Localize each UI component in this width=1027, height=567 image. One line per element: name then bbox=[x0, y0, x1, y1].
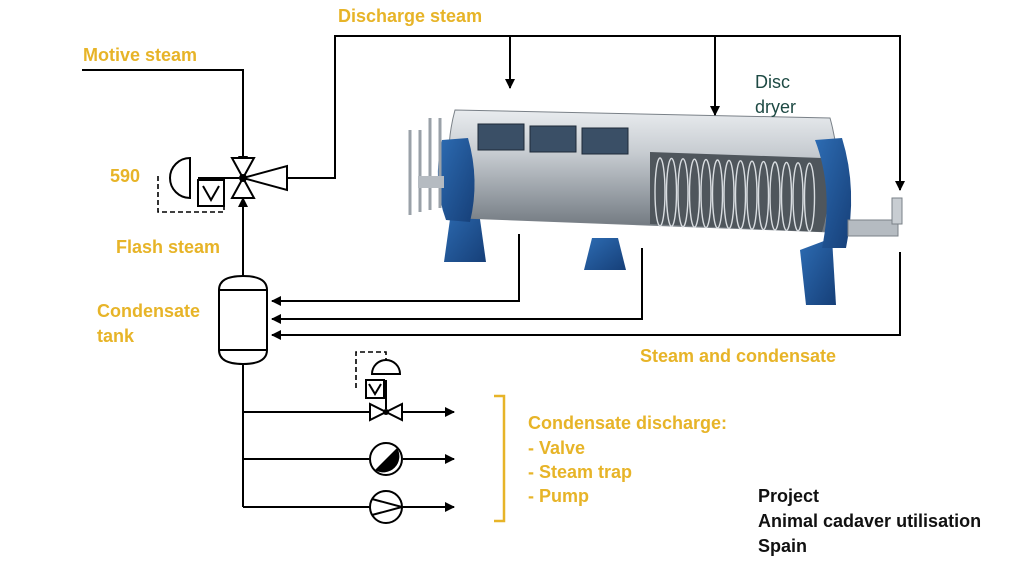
control-valve-symbol bbox=[355, 351, 403, 422]
label-condensate-tank-1: Condensate bbox=[97, 301, 200, 321]
dryer-disc bbox=[665, 157, 678, 228]
label-disc-dryer-2: dryer bbox=[755, 97, 796, 117]
label-discharge-steam: Discharge steam bbox=[338, 6, 482, 26]
disc-dryer-illustration bbox=[408, 109, 903, 305]
dryer-disc bbox=[711, 159, 724, 229]
dryer-disc bbox=[688, 158, 701, 228]
steam-trap-symbol bbox=[369, 442, 403, 476]
label-condensate-discharge: Condensate discharge: bbox=[528, 413, 727, 433]
project-heading: Project bbox=[758, 486, 819, 506]
dryer-disc bbox=[757, 160, 770, 231]
label-option-steam-trap: - Steam trap bbox=[528, 462, 632, 482]
piping-lines bbox=[82, 35, 905, 512]
condensate-return-line-2 bbox=[271, 248, 643, 324]
label-steam-and-condensate: Steam and condensate bbox=[640, 346, 836, 366]
dryer-disc bbox=[792, 162, 804, 232]
label-option-valve: - Valve bbox=[528, 438, 585, 458]
motive-steam-line bbox=[82, 69, 248, 166]
three-way-valve-symbol bbox=[157, 156, 288, 213]
condensate-return-line-3 bbox=[271, 252, 901, 340]
dryer-disc bbox=[654, 157, 666, 227]
label-option-pump: - Pump bbox=[528, 486, 589, 506]
dryer-disc bbox=[677, 158, 689, 228]
discharge-steam-line bbox=[287, 35, 905, 191]
pump-symbol bbox=[369, 490, 406, 524]
condensate-return-line-1 bbox=[271, 234, 520, 306]
project-country: Spain bbox=[758, 536, 807, 556]
dryer-disc bbox=[734, 160, 747, 230]
dryer-disc bbox=[700, 158, 712, 229]
label-motive-steam: Motive steam bbox=[83, 45, 197, 65]
dryer-disc bbox=[769, 161, 781, 231]
label-flash-steam: Flash steam bbox=[116, 237, 220, 257]
condensate-tank-symbol bbox=[218, 274, 268, 366]
dryer-disc bbox=[746, 160, 758, 230]
project-name: Animal cadaver utilisation bbox=[758, 511, 981, 531]
label-disc-dryer-1: Disc bbox=[755, 72, 790, 92]
options-bracket bbox=[494, 394, 506, 523]
label-condensate-tank-2: tank bbox=[97, 326, 135, 346]
dryer-discs bbox=[654, 157, 816, 232]
dryer-disc bbox=[803, 162, 816, 232]
dryer-disc bbox=[723, 159, 735, 230]
dryer-disc bbox=[780, 161, 793, 232]
label-controller-id: 590 bbox=[110, 166, 140, 186]
